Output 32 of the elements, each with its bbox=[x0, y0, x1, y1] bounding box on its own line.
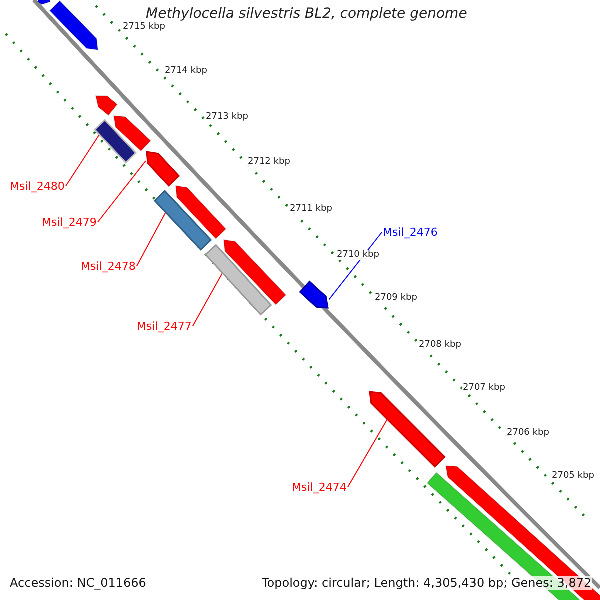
leader-line bbox=[136, 212, 166, 267]
gene-feature bbox=[299, 280, 329, 309]
gene-label: Msil_2477 bbox=[137, 320, 192, 333]
gene-feature bbox=[94, 119, 138, 164]
tick-label: 2705 kbp bbox=[551, 471, 596, 481]
title: Methylocella silvestris BL2, complete genome bbox=[146, 6, 468, 22]
tick-label: 2709 kbp bbox=[374, 293, 418, 303]
gene-label: Msil_2480 bbox=[10, 180, 65, 193]
topology-note: Topology: circular; Length: 4,305,430 bp; Genes: 3,872 bbox=[262, 576, 592, 590]
tick-label: 2715 kbp bbox=[122, 22, 166, 32]
gene-label: Msil_2479 bbox=[42, 216, 97, 229]
gene-label: Msil_2476 bbox=[383, 226, 438, 239]
leader-line bbox=[65, 134, 100, 187]
gene-feature bbox=[369, 391, 446, 468]
tick-label: 2708 kbp bbox=[418, 340, 462, 350]
tick-label: 2713 kbp bbox=[205, 112, 250, 122]
gene-label: Msil_2478 bbox=[81, 260, 136, 273]
gene-feature bbox=[204, 244, 272, 316]
tick-label: 2711 kbp bbox=[289, 204, 334, 214]
leader-line bbox=[97, 160, 146, 223]
tick-label: 2714 kbp bbox=[164, 66, 208, 76]
tick-label: 2712 kbp bbox=[247, 157, 292, 167]
accession-note: Accession: NC_011666 bbox=[10, 576, 146, 590]
tick-label: 2707 kbp bbox=[462, 383, 506, 393]
leader-line bbox=[328, 232, 382, 300]
tick-label: 2710 kbp bbox=[336, 250, 380, 260]
leader-line bbox=[347, 418, 388, 488]
gene-feature bbox=[154, 190, 212, 251]
tick-label: 2706 kbp bbox=[506, 428, 550, 438]
gene-feature bbox=[146, 151, 180, 187]
leader-line bbox=[192, 272, 224, 327]
gene-label: Msil_2474 bbox=[292, 481, 347, 494]
